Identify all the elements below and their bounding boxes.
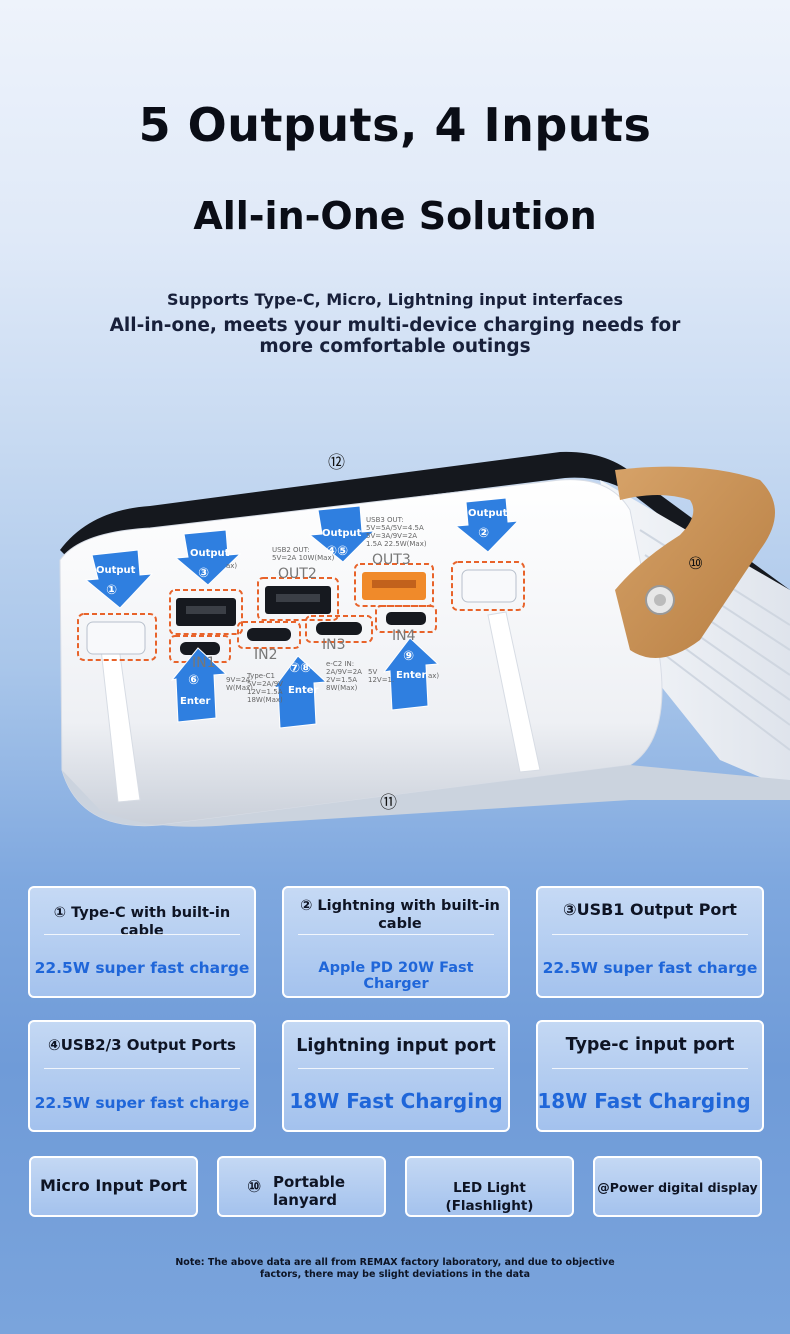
port-label-in3: IN3 bbox=[322, 637, 346, 653]
feature-card-led-light: LED Light (Flashlight) bbox=[405, 1156, 574, 1217]
output-arrow-num-45: ④⑤ bbox=[326, 544, 349, 559]
feature-card-title: Type-c input port bbox=[565, 1035, 735, 1055]
port-label-out2: OUT2 bbox=[278, 566, 317, 582]
port-label-out3: OUT3 bbox=[372, 552, 411, 568]
feature-card-value: Apple PD 20W Fast Charger bbox=[318, 960, 474, 992]
port-label-in4: IN4 bbox=[392, 628, 416, 644]
port-label-in2: IN2 bbox=[254, 647, 278, 663]
card-divider bbox=[44, 934, 240, 935]
description-text: All-in-one, meets your multi-device char… bbox=[109, 315, 681, 357]
footnote: Note: The above data are all from REMAX … bbox=[0, 1257, 790, 1281]
output-arrow-label-1: Output bbox=[96, 565, 136, 576]
input-interfaces-text: Supports Type-C, Micro, Lightning input … bbox=[167, 290, 623, 309]
feature-card-typec-input: Type-c input port 18W Fast Charging bbox=[536, 1020, 764, 1132]
feature-card-value: 22.5W super fast charge bbox=[34, 1094, 250, 1112]
input-arrow-label-78: Enter bbox=[288, 685, 319, 696]
input-arrow-num-6: ⑥ bbox=[188, 673, 200, 688]
feature-card-micro-input: Micro Input Port bbox=[29, 1156, 198, 1217]
card-divider bbox=[552, 1068, 748, 1069]
feature-card-title: Portable lanyard bbox=[273, 1173, 346, 1209]
callout-10: ⑩ bbox=[688, 554, 704, 574]
output-arrow-label-3: Output bbox=[190, 548, 230, 559]
spec-in4b: ax) bbox=[428, 672, 440, 680]
input-arrow-label-9: Enter bbox=[396, 670, 427, 681]
feature-card-lightning-cable: ② Lightning with built-in cable Apple PD… bbox=[282, 886, 510, 998]
feature-card-value: 22.5W super fast charge bbox=[542, 959, 758, 977]
spec-in4: 5V 12V=1. bbox=[368, 668, 395, 684]
lanyard-num: ⑩ bbox=[247, 1177, 262, 1197]
spec-typec1: Type-C1 5V=2A/9V 12V=1.5A 18W(Max) bbox=[247, 672, 283, 704]
card-divider bbox=[298, 1068, 494, 1069]
output-arrow-num-3: ③ bbox=[198, 566, 210, 581]
footnote-text: Note: The above data are all from REMAX … bbox=[175, 1257, 615, 1280]
feature-card-title: LED Light (Flashlight) bbox=[445, 1180, 534, 1214]
spec-in1: 9V=2A W(Max) bbox=[226, 676, 253, 692]
card-divider bbox=[298, 934, 494, 935]
feature-card-title: ④USB2/3 Output Ports bbox=[48, 1036, 236, 1054]
page-title: 5 Outputs, 4 Inputs bbox=[138, 98, 652, 152]
feature-card-value: 18W Fast Charging bbox=[537, 1089, 751, 1113]
feature-card-typec-cable: ① Type-C with built-in cable 22.5W super… bbox=[28, 886, 256, 998]
port-label-in1: IN1 bbox=[192, 655, 216, 671]
feature-card-value: 18W Fast Charging bbox=[289, 1089, 503, 1113]
output-arrow-label-2: Output bbox=[468, 508, 508, 519]
input-arrow-num-9: ⑨ bbox=[403, 649, 415, 664]
spec-typec2: e-C2 IN: 2A/9V=2A 2V=1.5A 8W(Max) bbox=[326, 660, 362, 692]
feature-card-usb1: ③USB1 Output Port 22.5W super fast charg… bbox=[536, 886, 764, 998]
feature-card-digital-display: @Power digital display bbox=[593, 1156, 762, 1217]
power-bank-illustration: ⑫ ⑪ ⑩ Output ① Output ③ Output ④⑤ Output… bbox=[0, 440, 790, 860]
power-bank-drawing bbox=[59, 451, 790, 827]
spec-usb3: USB3 OUT: 5V=5A/5V=4.5A 5V=3A/9V=2A 1.5A… bbox=[366, 516, 427, 548]
callout-12: ⑫ bbox=[328, 453, 345, 473]
spec-usb2: USB2 OUT: 5V=2A 10W(Max) bbox=[272, 546, 335, 562]
spec-usb1: ax) bbox=[226, 562, 238, 570]
feature-card-title: Lightning input port bbox=[296, 1036, 496, 1056]
feature-card-title: ② Lightning with built-in cable bbox=[300, 898, 500, 932]
feature-card-lightning-input: Lightning input port 18W Fast Charging bbox=[282, 1020, 510, 1132]
page-subtitle: All-in-One Solution bbox=[193, 194, 597, 238]
feature-card-title: ① Type-C with built-in cable bbox=[53, 905, 231, 939]
feature-card-lanyard: ⑩ Portable lanyard bbox=[217, 1156, 386, 1217]
input-arrow-label-6: Enter bbox=[180, 696, 211, 707]
feature-card-title: ③USB1 Output Port bbox=[563, 900, 737, 919]
output-arrow-num-1: ① bbox=[106, 583, 118, 598]
feature-card-value: 22.5W super fast charge bbox=[34, 959, 250, 977]
output-arrow-label-45: Output bbox=[322, 528, 362, 539]
input-arrow-num-78: ⑦⑧ bbox=[289, 661, 312, 676]
card-divider bbox=[552, 934, 748, 935]
feature-card-usb23: ④USB2/3 Output Ports 22.5W super fast ch… bbox=[28, 1020, 256, 1132]
callout-11: ⑪ bbox=[380, 793, 397, 813]
feature-card-title: Micro Input Port bbox=[39, 1176, 187, 1195]
card-divider bbox=[44, 1068, 240, 1069]
feature-card-title: @Power digital display bbox=[597, 1180, 758, 1195]
output-arrow-num-2: ② bbox=[478, 526, 490, 541]
